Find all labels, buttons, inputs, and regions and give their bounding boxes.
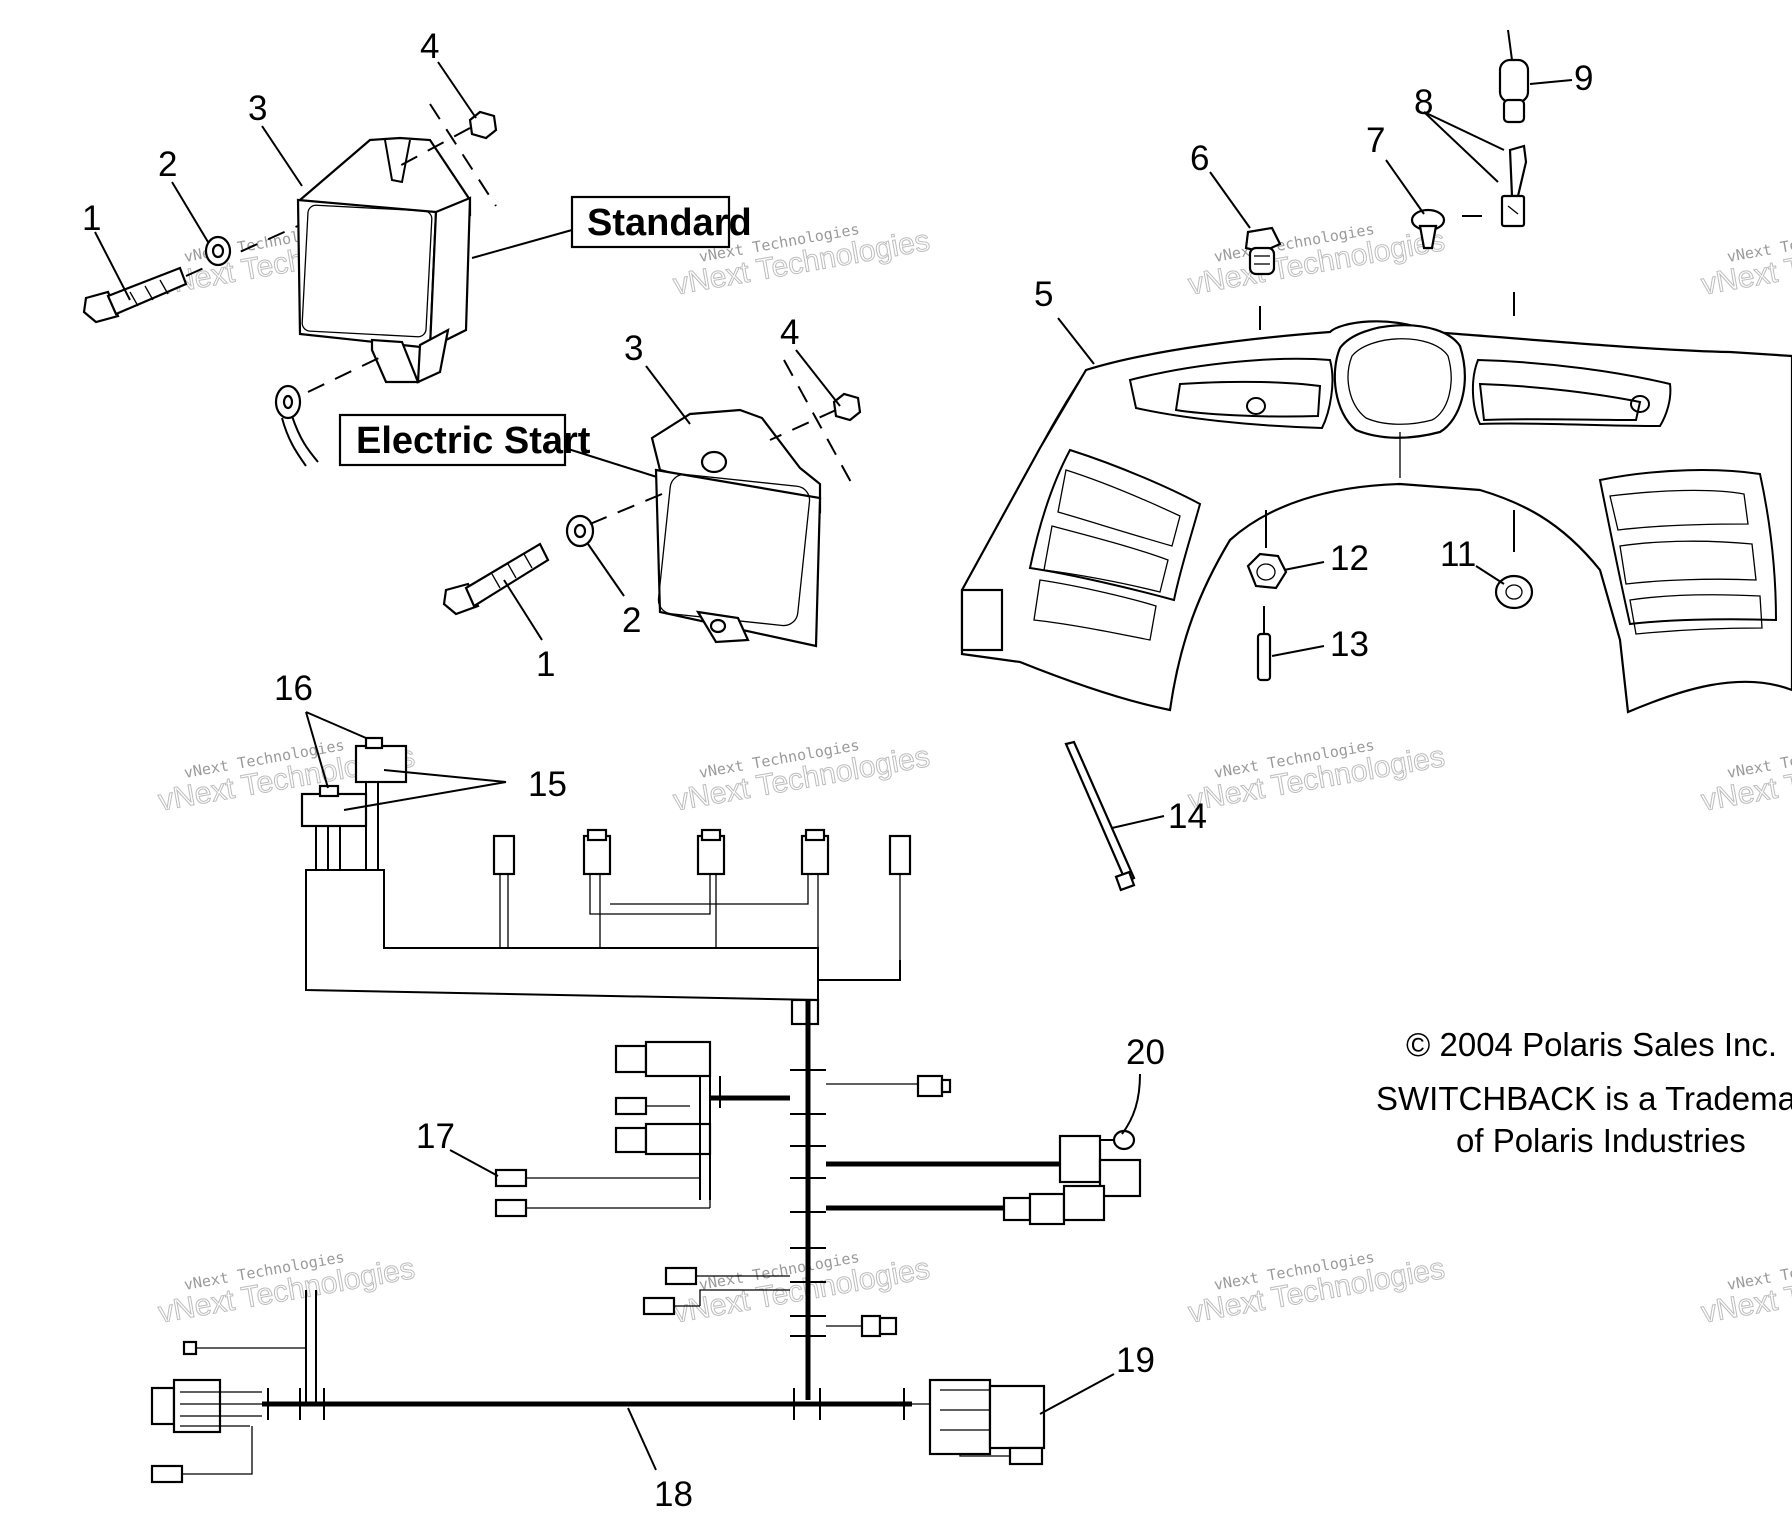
trademark-line: SWITCHBACK is a Trademar — [1376, 1080, 1792, 1117]
standard-control-module — [296, 136, 472, 384]
bolt-part — [442, 542, 550, 616]
copyright-line: © 2004 Polaris Sales Inc. — [1406, 1026, 1777, 1063]
standard-module-assembly: Standard — [82, 103, 752, 467]
standard-label: Standard — [587, 202, 752, 244]
callout-3: 3 — [248, 89, 267, 128]
callout-18: 18 — [654, 1475, 693, 1514]
callout-4: 4 — [420, 27, 439, 66]
callout-numbers: 1 2 3 4 3 4 1 2 5 6 7 8 9 11 12 13 14 15… — [82, 27, 1593, 1514]
nut-part — [1246, 552, 1288, 590]
bulb-part — [1498, 29, 1530, 124]
electric-start-label: Electric Start — [356, 420, 591, 462]
callout-6: 6 — [1190, 139, 1209, 178]
callout-3: 3 — [624, 329, 643, 368]
callout-2: 2 — [158, 145, 177, 184]
callout-16: 16 — [274, 669, 313, 708]
connector-part — [492, 834, 516, 948]
callout-11: 11 — [1440, 535, 1476, 574]
nut-part — [468, 110, 498, 140]
bolt-part — [82, 266, 188, 324]
callout-13: 13 — [1330, 625, 1369, 664]
dash-panel-assembly — [960, 29, 1792, 892]
callout-9: 9 — [1574, 59, 1593, 98]
cable-tie-part — [1064, 740, 1136, 892]
callout-1: 1 — [82, 199, 101, 238]
watermark: vNext Technologies vNext Technologies — [1698, 1248, 1792, 1330]
callout-8: 8 — [1414, 83, 1433, 122]
watermark: vNext Technologies vNext Technologies — [1698, 220, 1792, 302]
callout-5: 5 — [1034, 275, 1053, 314]
ring-terminal-part — [274, 384, 319, 467]
callout-1: 1 — [536, 645, 555, 684]
callout-17: 17 — [416, 1117, 455, 1156]
callout-14: 14 — [1168, 797, 1207, 836]
watermark: vNext Technologies vNext Technologies — [1185, 736, 1447, 818]
callout-7: 7 — [1366, 121, 1385, 160]
connector-part — [642, 1266, 898, 1338]
callout-4: 4 — [780, 313, 799, 352]
connector-part — [888, 834, 912, 960]
watermark-line-2: vNext Technologies — [1699, 740, 1792, 818]
electric-start-control-module — [650, 408, 822, 648]
callout-20: 20 — [1126, 1033, 1165, 1072]
connector-part — [912, 1378, 1046, 1466]
connector-part — [696, 828, 726, 948]
connector-part — [610, 828, 830, 948]
electric-start-module-assembly: Electric Start — [338, 359, 862, 648]
leader-lines — [94, 61, 1573, 1471]
watermark-line-2: vNext Technologies — [1699, 1252, 1792, 1330]
copyright-note: © 2004 Polaris Sales Inc. SWITCHBACK is … — [1376, 1026, 1792, 1159]
watermark: vNext Technologies vNext Technologies — [670, 736, 932, 818]
watermark: vNext Technologies vNext Technologies — [155, 1248, 417, 1330]
callout-12: 12 — [1330, 539, 1369, 578]
callout-2: 2 — [622, 601, 641, 640]
connector-part — [300, 736, 408, 828]
electric-start-label-box — [338, 413, 567, 467]
connector-part — [182, 1340, 198, 1356]
dash-panel-part — [960, 320, 1792, 714]
terminal-part — [1500, 144, 1528, 228]
watermark: vNext Technologies vNext Technologies — [1185, 1248, 1447, 1330]
nut-part — [1494, 574, 1534, 610]
nut-part — [832, 392, 862, 422]
watermark: vNext Technologies vNext Technologies — [1698, 736, 1792, 818]
callout-19: 19 — [1116, 1341, 1155, 1380]
watermark-line-2: vNext Technologies — [1699, 224, 1792, 302]
connector-part — [150, 1378, 262, 1434]
connector-part — [826, 1074, 1142, 1226]
bulb-socket-part — [1244, 226, 1282, 276]
connector-part — [582, 828, 711, 948]
standard-label-box — [570, 195, 731, 249]
callout-15: 15 — [528, 765, 567, 804]
connector-part — [614, 1040, 790, 1200]
watermark: vNext Technologies vNext Technologies — [1185, 220, 1447, 302]
connector-part — [494, 1168, 711, 1218]
push-rivet-part — [1410, 208, 1446, 250]
wiring-harness-assembly — [150, 736, 1142, 1484]
stud-part — [1256, 606, 1272, 682]
connector-part — [150, 1464, 184, 1484]
trademark-owner-line: of Polaris Industries — [1456, 1122, 1746, 1159]
